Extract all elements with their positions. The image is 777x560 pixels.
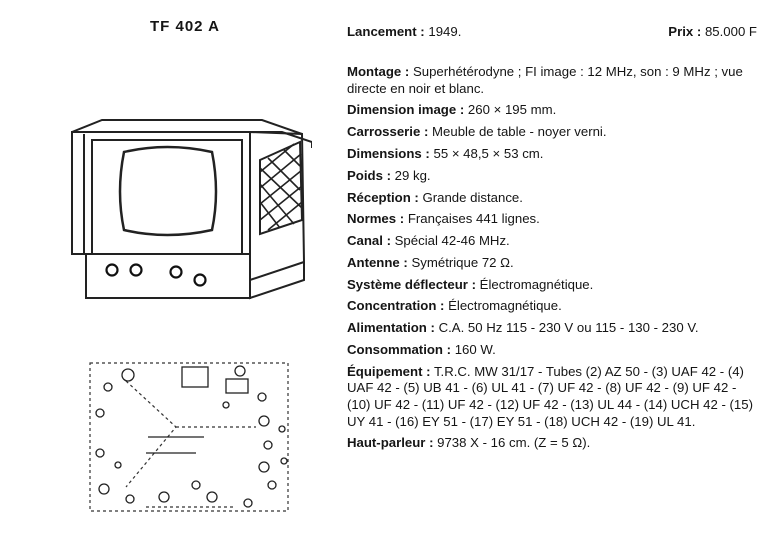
spec-value: Françaises 441 lignes. <box>407 211 540 227</box>
spec-concentration: Concentration : Électromagnétique. <box>347 298 757 315</box>
spec-carrosserie: Carrosserie : Meuble de table - noyer ve… <box>347 124 757 141</box>
spec-equipement: Équipement : T.R.C. MW 31/17 - Tubes (2)… <box>347 364 757 430</box>
spec-value: 260 × 195 mm. <box>467 102 557 118</box>
spec-reception: Réception : Grande distance. <box>347 190 757 207</box>
price: Prix : 85.000 F <box>668 24 757 44</box>
spec-value: 55 × 48,5 × 53 cm. <box>433 145 544 161</box>
chassis-diagram <box>89 362 289 512</box>
header-line: Lancement : 1949. Prix : 85.000 F <box>347 24 757 44</box>
spec-label: Montage : <box>347 64 410 79</box>
launch: Lancement : 1949. <box>347 24 461 44</box>
spec-value: 29 kg. <box>394 167 431 183</box>
model-title: TF 402 A <box>150 18 220 35</box>
spec-value: Grande distance. <box>422 189 523 205</box>
spec-label: Dimensions : <box>347 145 430 161</box>
spec-label: Alimentation : <box>347 320 435 336</box>
spec-label: Dimension image : <box>347 102 465 118</box>
spec-value: Meuble de table - noyer verni. <box>432 124 607 140</box>
spec-systeme-deflecteur: Système déflecteur : Électromagnétique. <box>347 277 757 294</box>
spec-consommation: Consommation : 160 W. <box>347 342 757 359</box>
spec-dimensions: Dimensions : 55 × 48,5 × 53 cm. <box>347 146 757 163</box>
spec-label: Carrosserie : <box>347 124 429 140</box>
spec-antenne: Antenne : Symétrique 72 Ω. <box>347 255 757 272</box>
spec-dimension-image: Dimension image : 260 × 195 mm. <box>347 102 757 119</box>
spec-montage: Montage : Superhétérodyne ; FI image : 1… <box>347 64 757 97</box>
spec-label: Équipement : <box>347 363 431 379</box>
spec-value: Électromagnétique. <box>479 276 594 292</box>
spec-canal: Canal : Spécial 42-46 MHz. <box>347 233 757 250</box>
spec-value: Symétrique 72 Ω. <box>411 254 514 270</box>
spec-label: Concentration : <box>347 298 445 314</box>
spec-alimentation: Alimentation : C.A. 50 Hz 115 - 230 V ou… <box>347 320 757 337</box>
spec-value: Électromagnétique. <box>448 298 562 314</box>
spec-label: Système déflecteur : <box>347 276 476 292</box>
spec-value: C.A. 50 Hz 115 - 230 V ou 115 - 130 - 23… <box>438 320 699 336</box>
spec-value: 160 W. <box>454 341 496 357</box>
spec-poids: Poids : 29 kg. <box>347 168 757 185</box>
spec-normes: Normes : Françaises 441 lignes. <box>347 211 757 228</box>
price-label: Prix : <box>668 24 702 39</box>
spec-label: Consommation : <box>347 341 452 357</box>
television-illustration <box>71 119 312 300</box>
launch-label: Lancement : <box>347 24 425 39</box>
spec-label: Normes : <box>347 211 405 227</box>
spec-label: Poids : <box>347 167 391 183</box>
spec-value: Superhétérodyne ; FI image : 12 MHz, son… <box>347 64 743 96</box>
spec-value: T.R.C. MW 31/17 - Tubes (2) AZ 50 - (3) … <box>347 363 753 429</box>
spec-value: 9738 X - 16 cm. (Z = 5 Ω). <box>437 435 591 451</box>
launch-value: 1949. <box>428 24 462 39</box>
spec-value: Spécial 42-46 MHz. <box>394 233 510 249</box>
specification-sheet: Lancement : 1949. Prix : 85.000 F Montag… <box>347 24 757 457</box>
spec-label: Haut-parleur : <box>347 435 434 451</box>
spec-haut-parleur: Haut-parleur : 9738 X - 16 cm. (Z = 5 Ω)… <box>347 435 757 452</box>
spec-label: Antenne : <box>347 254 408 270</box>
spec-label: Réception : <box>347 189 419 205</box>
price-value: 85.000 F <box>704 24 757 39</box>
spec-label: Canal : <box>347 233 391 249</box>
